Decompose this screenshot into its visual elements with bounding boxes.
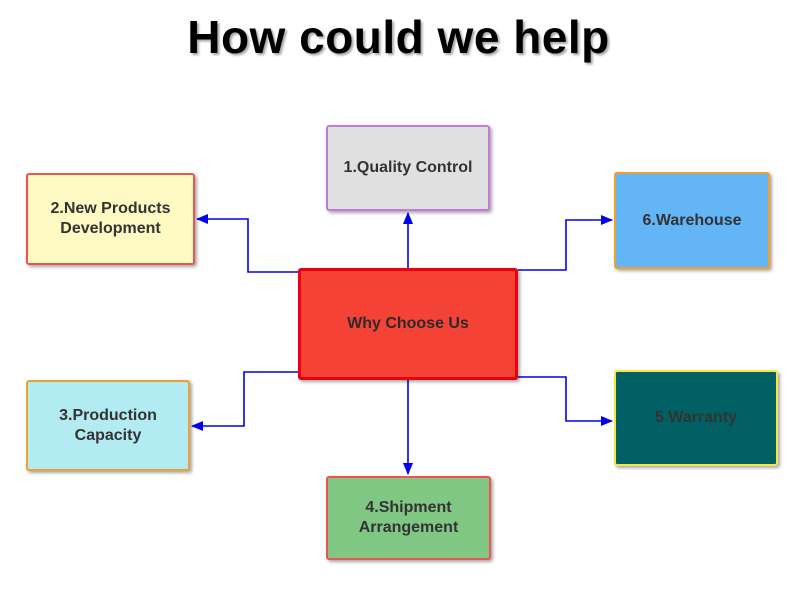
node-warranty: 5.Warranty bbox=[614, 370, 778, 466]
diagram-title: How could we help bbox=[187, 11, 610, 63]
connector-to-warehouse bbox=[518, 215, 613, 271]
node-production-capacity-label: 3.Production Capacity bbox=[59, 406, 157, 444]
node-why-choose-us: Why Choose Us bbox=[298, 268, 518, 380]
connector-to-production bbox=[191, 371, 298, 431]
node-warehouse-label: 6.Warehouse bbox=[642, 211, 742, 229]
node-why-choose-us-label: Why Choose Us bbox=[347, 315, 469, 332]
connector-to-warranty bbox=[518, 376, 613, 426]
connector-to-new-products bbox=[196, 214, 298, 273]
node-shipment-arrangement: 4.Shipment Arrangement bbox=[326, 476, 491, 560]
node-shipment-arrangement-label: 4.Shipment Arrangement bbox=[358, 499, 459, 536]
node-new-products-development-label: 2.New Products Development bbox=[50, 200, 171, 237]
node-quality-control: 1.Quality Control bbox=[326, 125, 490, 211]
node-production-capacity: 3.Production Capacity bbox=[26, 380, 190, 471]
node-quality-control-label: 1.Quality Control bbox=[343, 159, 473, 176]
node-warranty-label: 5.Warranty bbox=[654, 409, 738, 426]
node-warehouse: 6.Warehouse bbox=[614, 172, 770, 269]
node-new-products-development: 2.New Products Development bbox=[26, 173, 195, 265]
